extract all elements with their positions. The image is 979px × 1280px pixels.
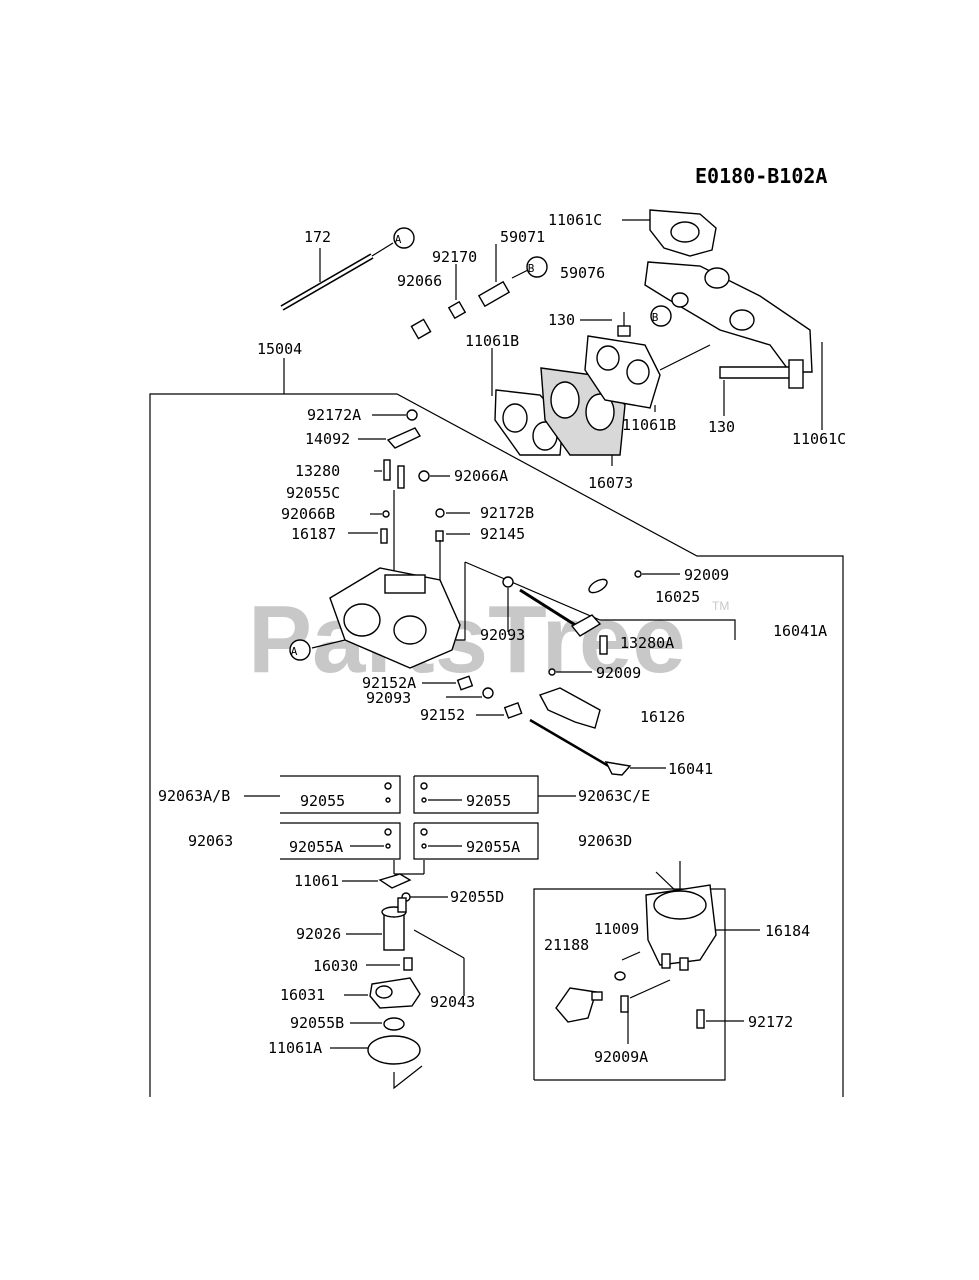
label-92063ab: 92063A/B <box>158 787 230 805</box>
label-16184: 16184 <box>765 922 810 940</box>
float-bowl-assembly <box>330 860 465 1090</box>
label-16025: 16025 <box>655 588 700 606</box>
label-92055d: 92055D <box>450 888 504 906</box>
label-92055-left: 92055 <box>300 792 345 810</box>
label-92152: 92152 <box>420 706 465 724</box>
watermark-tm: TM <box>712 599 729 613</box>
callout-a-top <box>393 227 415 249</box>
label-21188: 21188 <box>544 936 589 954</box>
label-15004: 15004 <box>257 340 302 358</box>
label-92170: 92170 <box>432 248 477 266</box>
label-11061: 11061 <box>294 872 339 890</box>
jet-kits <box>244 782 576 849</box>
label-92009-top: 92009 <box>684 566 729 584</box>
label-59071: 59071 <box>500 228 545 246</box>
label-11009: 11009 <box>594 920 639 938</box>
watermark: PartsTree <box>248 586 686 693</box>
label-92043: 92043 <box>430 993 475 1011</box>
label-11061b-right: 11061B <box>622 416 676 434</box>
label-13280a: 13280A <box>620 634 674 652</box>
gaskets <box>491 335 661 466</box>
throttle-shaft <box>502 570 680 676</box>
label-92093-upper: 92093 <box>480 626 525 644</box>
callout-b-top <box>526 256 548 278</box>
intake-manifold <box>580 209 823 430</box>
label-16031: 16031 <box>280 986 325 1004</box>
rod-172 <box>280 227 415 311</box>
label-130-right: 130 <box>708 418 735 436</box>
label-11061c-top: 11061C <box>548 211 602 229</box>
choke-shaft <box>422 675 666 776</box>
label-92066a: 92066A <box>454 467 508 485</box>
label-130-left: 130 <box>548 311 575 329</box>
label-92172b: 92172B <box>480 504 534 522</box>
callout-b-top-label: B <box>528 262 535 275</box>
label-16126: 16126 <box>640 708 685 726</box>
label-16187: 16187 <box>291 525 336 543</box>
fitting-59071 <box>410 244 548 340</box>
label-11061c-right: 11061C <box>792 430 846 448</box>
label-92063ce: 92063C/E <box>578 787 650 805</box>
label-92055-right: 92055 <box>466 792 511 810</box>
callout-a-carb-label: A <box>291 645 298 658</box>
label-92172a: 92172A <box>307 406 361 424</box>
diagram-code: E0180-B102A <box>695 164 827 188</box>
label-92055a-right: 92055A <box>466 838 520 856</box>
label-92026: 92026 <box>296 925 341 943</box>
carburetor-body <box>289 567 461 669</box>
label-92055a-left: 92055A <box>289 838 343 856</box>
label-92063d: 92063D <box>578 832 632 850</box>
label-59076: 59076 <box>560 264 605 282</box>
callout-a-top-label: A <box>395 233 402 246</box>
label-11061b-left: 11061B <box>465 332 519 350</box>
callout-b-manifold-label: B <box>652 311 659 324</box>
label-92152a: 92152A <box>362 674 416 692</box>
frame-lines <box>149 358 844 1097</box>
label-92145: 92145 <box>480 525 525 543</box>
label-92055b: 92055B <box>290 1014 344 1032</box>
callout-b-manifold <box>650 305 672 327</box>
label-92009a: 92009A <box>594 1048 648 1066</box>
label-92066: 92066 <box>397 272 442 290</box>
label-92009-mid: 92009 <box>596 664 641 682</box>
label-16030: 16030 <box>313 957 358 975</box>
label-172: 172 <box>304 228 331 246</box>
label-14092: 14092 <box>305 430 350 448</box>
carb-top-parts <box>348 409 470 585</box>
label-16041a: 16041A <box>773 622 827 640</box>
label-92055c: 92055C <box>286 484 340 502</box>
label-11061a: 11061A <box>268 1039 322 1057</box>
callout-a-carb <box>289 639 311 661</box>
label-16073: 16073 <box>588 474 633 492</box>
label-13280: 13280 <box>295 462 340 480</box>
label-92063: 92063 <box>188 832 233 850</box>
label-16041: 16041 <box>668 760 713 778</box>
label-92093-lower: 92093 <box>366 689 411 707</box>
label-92172: 92172 <box>748 1013 793 1031</box>
label-92066b: 92066B <box>281 505 335 523</box>
air-horn-assembly <box>555 861 760 1044</box>
